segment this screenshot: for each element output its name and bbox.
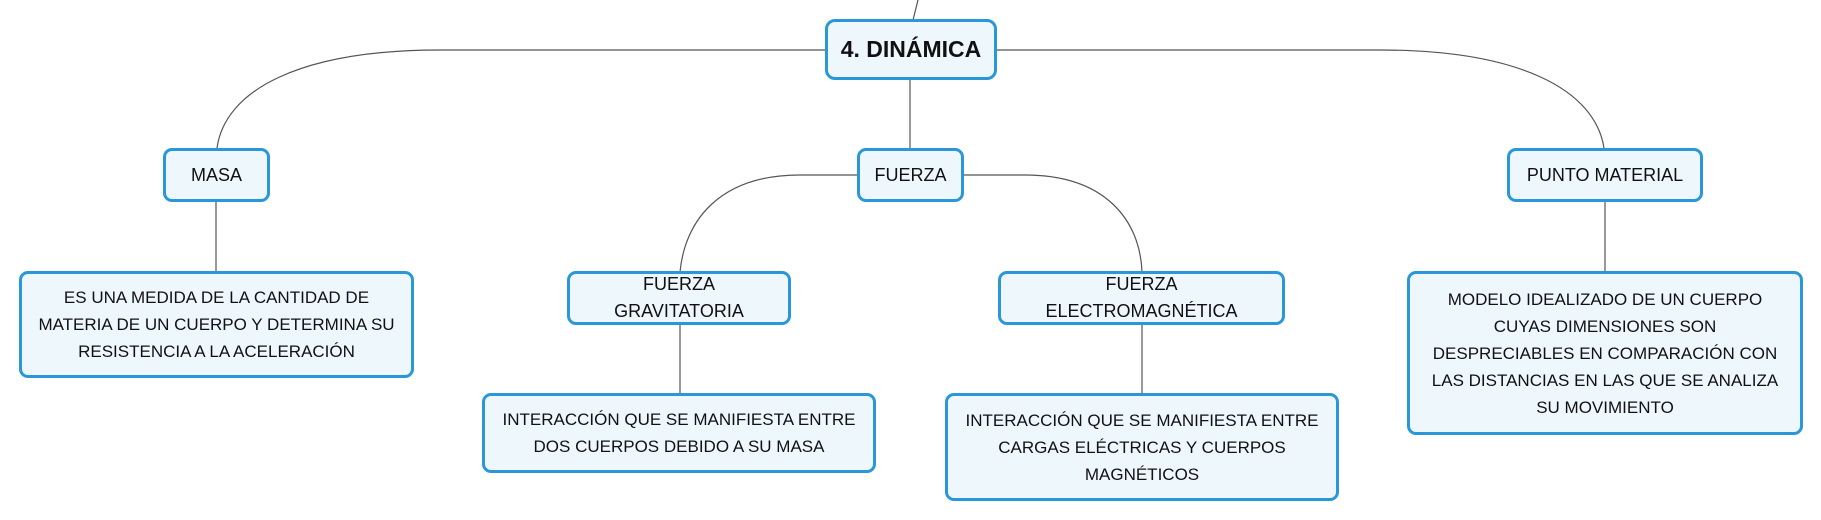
electromagnetica-description-text: INTERACCIÓN QUE SE MANIFIESTA ENTRE CARG… [965,410,1319,484]
subtopic-fuerza-electromagnetica-label: FUERZA ELECTROMAGNÉTICA [1045,274,1238,321]
connector-fuerza-to-electromagnetica [962,174,1143,273]
topic-masa-label: MASA [190,164,242,185]
topic-masa[interactable]: MASA [163,148,270,202]
connector-fuerza-to-gravitatoria [679,174,858,273]
root-node[interactable]: 4. DINÁMICA [825,19,997,80]
root-node-label: 4. DINÁMICA [840,36,982,62]
topic-fuerza[interactable]: FUERZA [857,148,964,202]
topic-punto-material-label: PUNTO MATERIAL [1526,164,1684,185]
electromagnetica-description[interactable]: INTERACCIÓN QUE SE MANIFIESTA ENTRE CARG… [945,393,1339,501]
gravitatoria-description-text: INTERACCIÓN QUE SE MANIFIESTA ENTRE DOS … [502,410,856,456]
masa-description-text: ES UNA MEDIDA DE LA CANTIDAD DE MATERIA … [38,288,395,361]
punto-material-description-text: MODELO IDEALIZADO DE UN CUERPO CUYAS DIM… [1431,289,1779,417]
connector-parent-to-root [912,0,919,21]
subtopic-fuerza-electromagnetica[interactable]: FUERZA ELECTROMAGNÉTICA [998,271,1285,325]
connector-root-to-masa [216,49,826,149]
gravitatoria-description[interactable]: INTERACCIÓN QUE SE MANIFIESTA ENTRE DOS … [482,393,876,473]
topic-punto-material[interactable]: PUNTO MATERIAL [1507,148,1703,202]
subtopic-fuerza-gravitatoria[interactable]: FUERZA GRAVITATORIA [567,271,791,325]
topic-fuerza-label: FUERZA [874,164,947,185]
connector-root-to-punto-material [996,49,1605,149]
subtopic-fuerza-gravitatoria-label: FUERZA GRAVITATORIA [614,274,744,321]
masa-description[interactable]: ES UNA MEDIDA DE LA CANTIDAD DE MATERIA … [19,271,414,378]
punto-material-description[interactable]: MODELO IDEALIZADO DE UN CUERPO CUYAS DIM… [1407,271,1803,435]
